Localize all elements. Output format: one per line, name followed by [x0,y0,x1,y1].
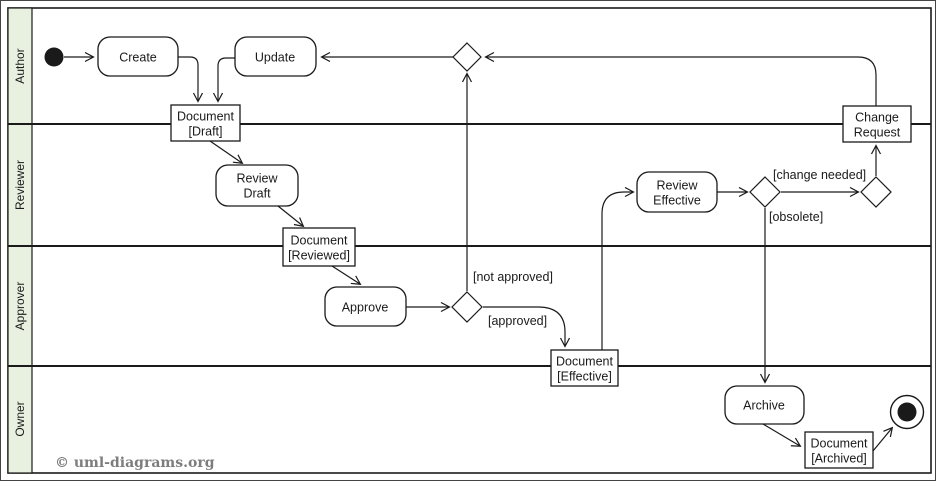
object-doc-archived-line1: Document [811,437,868,451]
edge-create-to-doc-draft [178,56,198,101]
lane-label-owner: Owner [13,401,27,436]
lane-label-author: Author [13,48,27,83]
object-change-request: Change Request [842,105,912,143]
object-change-request-line2: Request [854,126,901,140]
decision-node-approval [451,291,483,323]
action-review-draft-line2: Draft [243,187,271,201]
merge-node-top [452,42,482,72]
guard-obsolete: [obsolete] [769,210,823,224]
object-doc-archived-line2: [Archived] [811,452,867,466]
object-doc-archived: Document [Archived] [804,431,874,469]
lane-box-owner [7,365,33,474]
action-review-effective: Review Effective [636,171,718,213]
edge-doc-draft-to-review-draft [209,140,242,163]
edge-doc-effective-to-review-effective [601,192,633,350]
swimlane-labels: Author Reviewer Approver Owner [7,7,33,474]
action-update-label: Update [255,51,295,65]
object-doc-draft-line2: [Draft] [188,125,222,139]
object-change-request-line1: Change [855,111,899,125]
lane-label-approver: Approver [13,282,27,331]
action-nodes: Create Update Review Draft Approve Revie… [97,36,805,425]
decision-node-review-outcome [749,176,781,208]
edge-update-to-doc-draft [218,57,235,101]
merge-node-change-request [860,176,892,208]
object-doc-draft-line1: Document [177,110,234,124]
edge-review-draft-to-doc-reviewed [277,205,303,226]
action-review-draft-line1: Review [237,172,279,186]
guard-labels: [not approved] [approved] [change needed… [473,168,866,328]
action-archive: Archive [724,385,805,425]
action-create: Create [97,36,179,77]
action-archive-label: Archive [743,399,785,413]
guard-approved: [approved] [488,314,547,328]
object-doc-effective-line1: Document [556,355,613,369]
object-doc-draft: Document [Draft] [170,104,241,142]
edges [64,56,892,452]
action-review-draft: Review Draft [215,164,299,207]
action-update: Update [234,36,317,77]
final-node [889,394,925,430]
lane-box-reviewer [7,123,33,247]
edge-doc-reviewed-to-approve [331,265,360,284]
action-create-label: Create [119,51,157,65]
object-doc-effective: Document [Effective] [550,349,619,387]
initial-node [44,47,64,67]
object-doc-effective-line2: [Effective] [557,370,612,384]
object-doc-reviewed-line1: Document [291,234,348,248]
action-review-effective-line2: Effective [653,194,701,208]
edge-archive-to-doc-archived [762,423,800,446]
edge-change-request-to-merge [486,57,877,106]
action-review-effective-line1: Review [657,179,699,193]
edge-doc-archived-to-final [872,428,892,452]
edge-approved-to-doc-effective [483,306,565,346]
action-approve: Approve [324,286,407,327]
object-doc-reviewed-line2: [Reviewed] [288,249,350,263]
action-approve-label: Approve [342,301,389,315]
object-doc-reviewed: Document [Reviewed] [282,227,356,267]
object-nodes: Document [Draft] Document [Reviewed] Doc… [170,104,912,469]
decision-nodes [451,42,892,323]
guard-not-approved: [not approved] [473,270,553,284]
lane-boundaries [8,123,931,367]
copyright-text: © uml-diagrams.org [55,455,215,471]
guard-change-needed: [change needed] [773,168,866,182]
lane-label-reviewer: Reviewer [13,160,27,210]
